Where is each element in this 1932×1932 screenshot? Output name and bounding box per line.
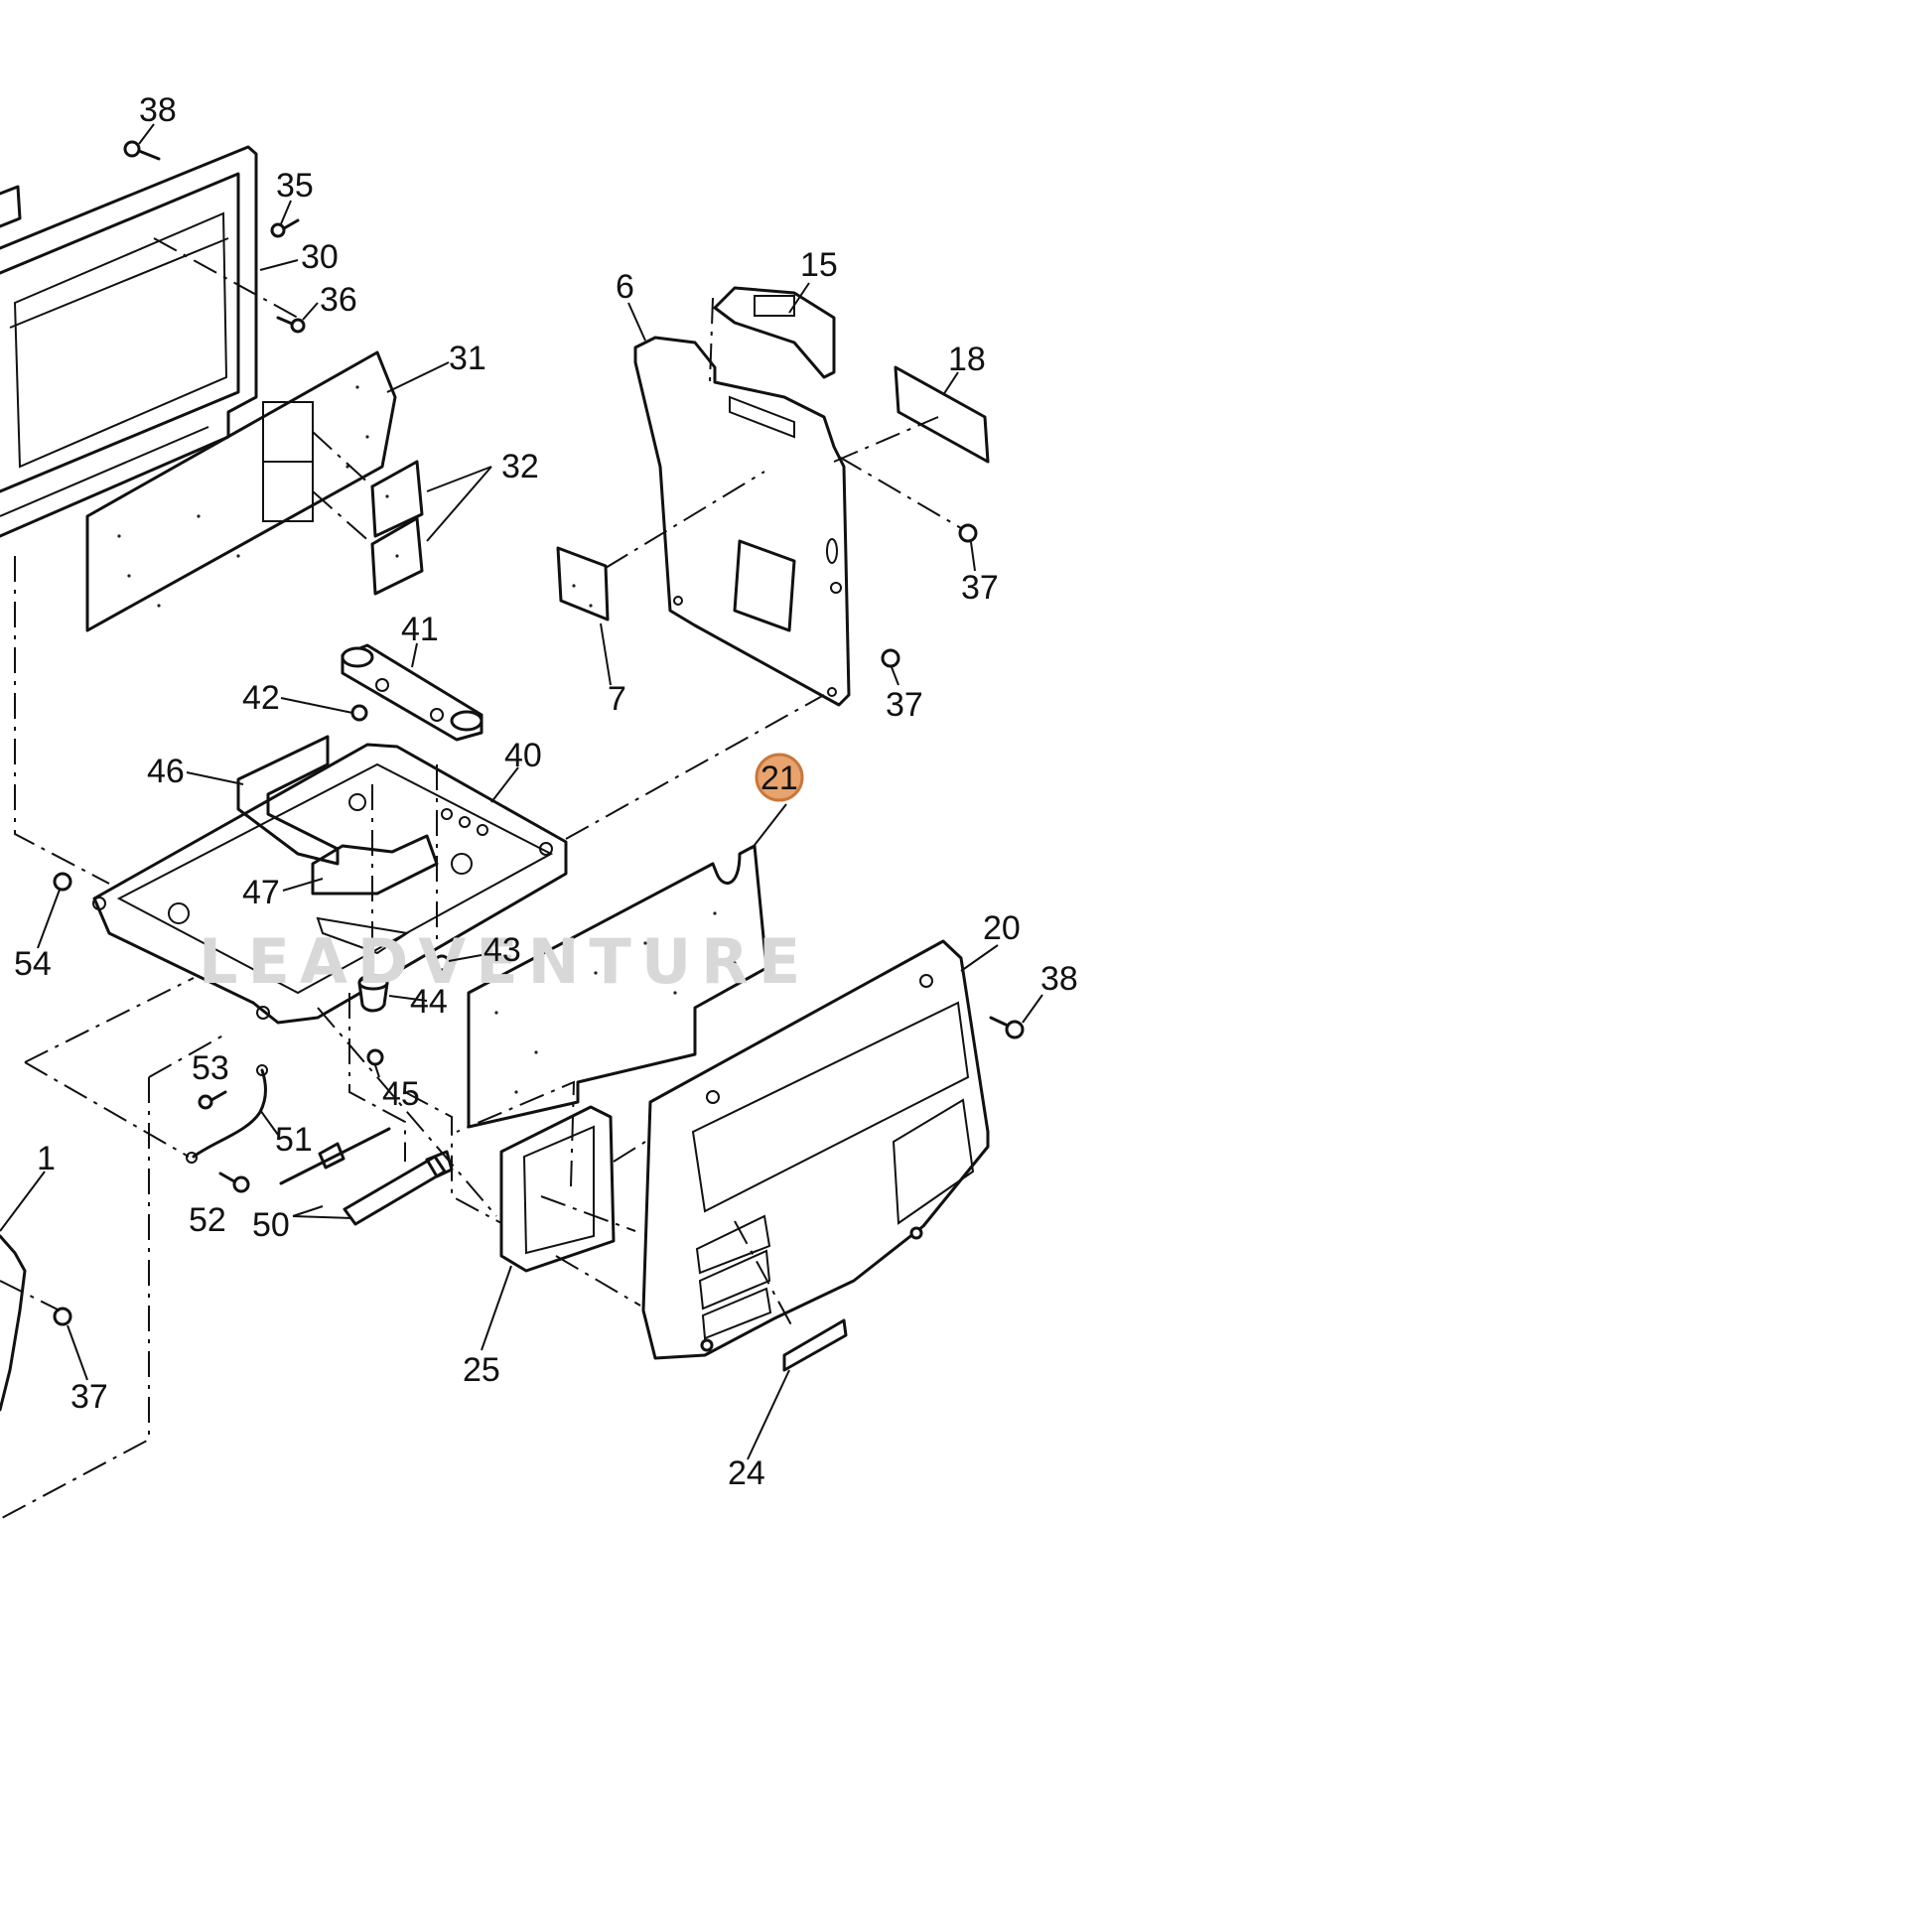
callout-25: 25 <box>463 1351 500 1389</box>
nut-54 <box>53 872 72 892</box>
part-46-bar <box>236 735 340 866</box>
bolt-35 <box>270 218 300 238</box>
part-15-bracket <box>713 286 836 379</box>
part-32-pads <box>312 431 424 596</box>
part-30-rear-frame <box>0 145 258 538</box>
nut-37-lower <box>53 1307 72 1326</box>
gasket-texture <box>117 385 737 1094</box>
callout-37: 37 <box>961 569 999 607</box>
callout-44: 44 <box>410 983 448 1021</box>
callout-6: 6 <box>616 268 634 306</box>
part-7-pad <box>556 546 610 621</box>
callout-51: 51 <box>275 1121 313 1159</box>
callout-21: 21 <box>760 759 798 797</box>
bolt-36 <box>276 316 306 334</box>
part-24-label <box>782 1318 848 1372</box>
bolt-38-top <box>123 140 161 161</box>
callout-41: 41 <box>401 611 439 648</box>
assembly-lines <box>0 237 962 1520</box>
part-47-pad <box>311 834 439 896</box>
part-31-gasket-panel <box>85 350 397 632</box>
callout-15: 15 <box>800 246 838 284</box>
fasteners <box>53 140 1025 1352</box>
highlight-circle-21[interactable] <box>755 753 804 802</box>
callout-47: 47 <box>242 874 280 911</box>
callout-46: 46 <box>147 753 185 790</box>
bolt-45 <box>366 1048 384 1066</box>
bolt-53 <box>198 1090 227 1110</box>
part-1-housing <box>0 1234 27 1412</box>
watermark: LEADVENTURE <box>199 925 810 998</box>
callout-31: 31 <box>449 340 486 377</box>
part-20-front-cover <box>641 939 990 1360</box>
leader-lines <box>0 123 1043 1460</box>
callout-43: 43 <box>483 931 521 969</box>
part-44-rubber-foot <box>357 974 389 1013</box>
callout-54: 54 <box>14 945 52 983</box>
callout-52: 52 <box>189 1201 226 1239</box>
callout-38: 38 <box>1040 960 1078 998</box>
part-51-wire <box>192 1068 267 1159</box>
callout-1: 1 <box>37 1140 56 1177</box>
callout-50: 50 <box>252 1206 290 1244</box>
callout-36: 36 <box>320 281 357 319</box>
nut-42 <box>350 704 368 722</box>
tab-20-bottom-a <box>700 1338 714 1352</box>
nut-37-mid <box>881 648 900 668</box>
part-41-mount-bracket <box>341 643 483 742</box>
callout-40: 40 <box>504 737 542 774</box>
callout-42: 42 <box>242 679 280 717</box>
callout-32: 32 <box>501 448 539 485</box>
callout-45: 45 <box>382 1075 420 1113</box>
part-51-terminal-b <box>256 1064 268 1076</box>
callout-labels: 38 35 30 36 31 32 6 15 18 37 37 7 41 42 … <box>14 91 1078 1492</box>
part-25-frame <box>499 1105 616 1273</box>
callout-35: 35 <box>276 167 314 205</box>
callout-37: 37 <box>70 1378 108 1416</box>
bolt-38-right <box>989 1016 1025 1039</box>
part-40-base-frame <box>92 743 568 1025</box>
part-51-terminal-a <box>186 1152 198 1164</box>
callout-53: 53 <box>192 1049 229 1087</box>
tab-20-bottom-b <box>909 1226 923 1240</box>
callout-38: 38 <box>139 91 177 129</box>
callout-24: 24 <box>728 1454 765 1492</box>
nut-37-upper <box>958 523 978 543</box>
callout-18: 18 <box>948 341 986 378</box>
callout-7: 7 <box>608 680 626 718</box>
part-21-insulator-panel <box>467 844 768 1129</box>
callout-20: 20 <box>983 909 1021 947</box>
callout-30: 30 <box>301 238 339 276</box>
nut-43 <box>433 954 451 972</box>
part-6-side-cover <box>633 336 851 707</box>
callout-37: 37 <box>886 686 923 724</box>
part-18-label <box>894 365 990 464</box>
bolt-52 <box>218 1172 250 1193</box>
